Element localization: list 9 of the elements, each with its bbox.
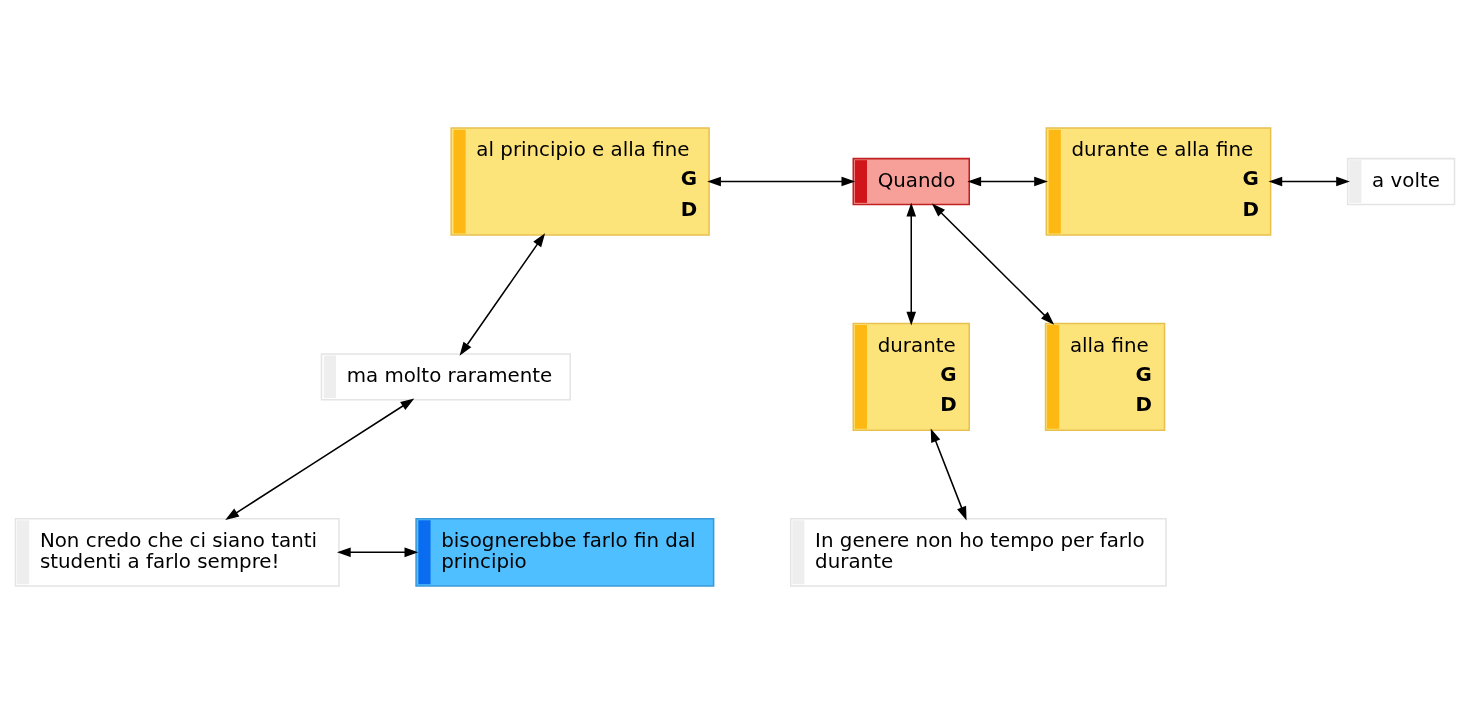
arrow [1268, 176, 1350, 186]
arrow [225, 398, 415, 520]
arrow [931, 202, 1055, 325]
arrow [336, 547, 419, 557]
arrow [967, 176, 1048, 186]
arrow [707, 176, 856, 186]
arrow [906, 202, 917, 325]
arrow [930, 427, 967, 520]
arrow [459, 232, 546, 356]
